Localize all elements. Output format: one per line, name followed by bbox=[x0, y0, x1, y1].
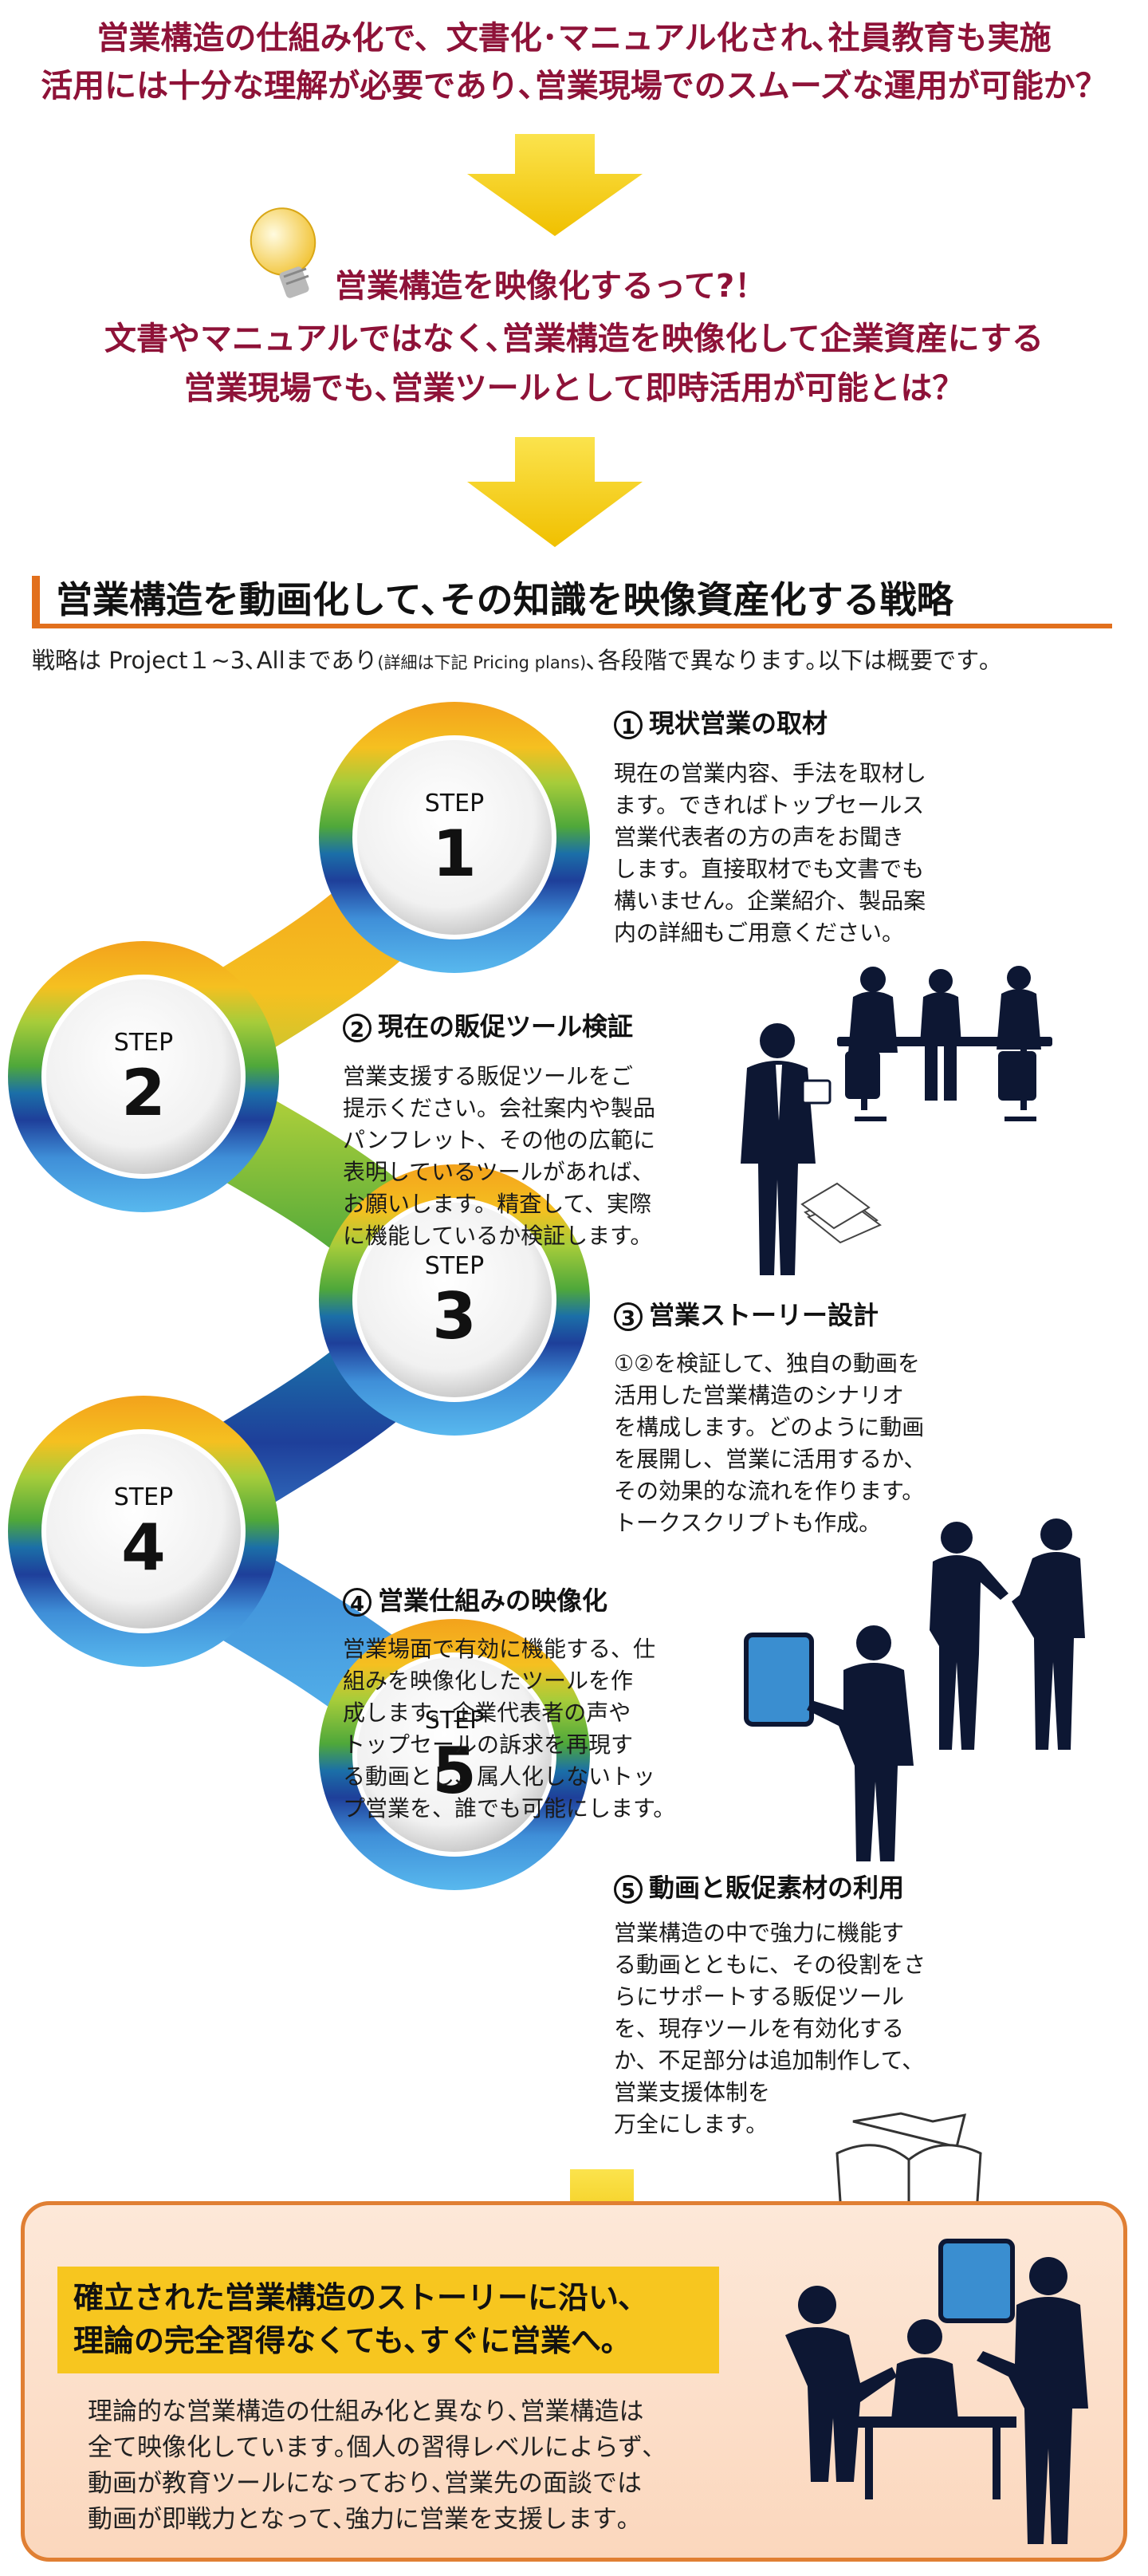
step-4-description: 営業場面で有効に機能する、仕 組みを映像化したツールを作 成します。企業代表者の… bbox=[343, 1636, 676, 1822]
step-1-circled-number: 1 bbox=[614, 711, 643, 739]
header-line-2: 活用には十分な理解が必要であり､営業現場でのスムーズな運用が可能か？ bbox=[41, 68, 1107, 104]
step-number: 2 bbox=[121, 1056, 166, 1130]
lightbulb-icon bbox=[250, 207, 316, 298]
section-subtitle: 戦略は Project１~3､Allまであり(詳細は下記 Pricing pla… bbox=[32, 644, 991, 679]
subtitle-end: ､各段階で異なります｡以下は概要です｡ bbox=[586, 647, 991, 674]
step-5-badge: STEP 5 bbox=[375, 1707, 534, 1807]
step-2-title-text: 現在の販促ツール検証 bbox=[378, 1011, 634, 1042]
down-arrow-icon bbox=[467, 437, 643, 547]
step-4-badge: STEP 4 bbox=[64, 1483, 223, 1584]
intro-line-1: 営業構造を映像化するって?！ bbox=[335, 268, 767, 305]
conclusion-text: 理論的な営業構造の仕組み化と異なり､営業構造は 全て映像化しています｡個人の習得… bbox=[88, 2397, 655, 2534]
step-word: STEP bbox=[424, 1707, 485, 1735]
step-word: STEP bbox=[113, 1029, 174, 1057]
header-line-1: 営業構造の仕組み化で、文書化･マニュアル化され､社員教育も実施 bbox=[96, 20, 1052, 57]
step-number: 4 bbox=[121, 1511, 166, 1585]
intro-line-2: 文書やマニュアルではなく､営業構造を映像化して企業資産にする bbox=[104, 321, 1044, 357]
step-number: 5 bbox=[432, 1734, 477, 1808]
section-title: 営業構造を動画化して､その知識を映像資産化する戦略 bbox=[32, 576, 1112, 628]
step-2-circled-number: 2 bbox=[343, 1014, 372, 1042]
conclusion-heading-line-1: 確立された営業構造のストーリーに沿い､ bbox=[73, 2280, 635, 2315]
conclusion-heading: 確立された営業構造のストーリーに沿い､ 理論の完全習得なくても､すぐに営業へ｡ bbox=[57, 2267, 719, 2373]
subtitle-note: (詳細は下記 Pricing plans) bbox=[377, 653, 587, 672]
step-3-circled-number: 3 bbox=[614, 1302, 643, 1331]
handshake-silhouette-icon bbox=[930, 1518, 1085, 1750]
step-2-badge: STEP 2 bbox=[64, 1029, 223, 1129]
step-3-description: ①②を検証して、独自の動画を 活用した営業構造のシナリオ を構成します。どのよう… bbox=[614, 1350, 926, 1536]
subtitle-main: 戦略は Project１~3､Allまであり bbox=[32, 647, 378, 674]
step-5-description: 営業構造の中で強力に機能す る動画とともに、その役割をさ らにサポートする販促ツ… bbox=[614, 1920, 926, 2137]
step-number: 3 bbox=[432, 1279, 477, 1353]
step-4-circled-number: 4 bbox=[343, 1588, 372, 1617]
step-3-title-text: 営業ストーリー設計 bbox=[649, 1300, 879, 1330]
step-flow-graphic bbox=[8, 702, 590, 1890]
step-2-description: 営業支援する販促ツールをご 提示ください。会社案内や製品 パンフレット、その他の… bbox=[343, 1063, 656, 1249]
step-number: 1 bbox=[432, 817, 477, 891]
step-5-title-text: 動画と販促素材の利用 bbox=[649, 1873, 905, 1903]
step-1-title-text: 現状営業の取材 bbox=[649, 708, 828, 739]
step-1-badge: STEP 1 bbox=[375, 790, 534, 890]
step-3-badge: STEP 3 bbox=[375, 1252, 534, 1353]
step-5-circled-number: 5 bbox=[614, 1875, 643, 1904]
tablet-presenter-icon bbox=[744, 1625, 914, 1861]
office-team-icon bbox=[785, 2239, 1088, 2544]
down-arrow-icon bbox=[467, 134, 643, 236]
meeting-silhouette-icon bbox=[837, 966, 1052, 1121]
paper-stack-icon bbox=[800, 1182, 882, 1244]
conclusion-heading-line-2: 理論の完全習得なくても､すぐに営業へ｡ bbox=[73, 2323, 616, 2358]
step-4-title-text: 営業仕組みの映像化 bbox=[378, 1585, 608, 1616]
step-word: STEP bbox=[424, 1252, 485, 1280]
intro-line-3: 営業現場でも､営業ツールとして即時活用が可能とは？ bbox=[183, 370, 965, 407]
presenter-silhouette-icon bbox=[741, 1023, 832, 1275]
step-1-description: 現在の営業内容、手法を取材し ます。できればトップセールス 営業代表者の方の声を… bbox=[614, 760, 927, 946]
step-word: STEP bbox=[424, 790, 485, 817]
step-word: STEP bbox=[113, 1483, 174, 1511]
